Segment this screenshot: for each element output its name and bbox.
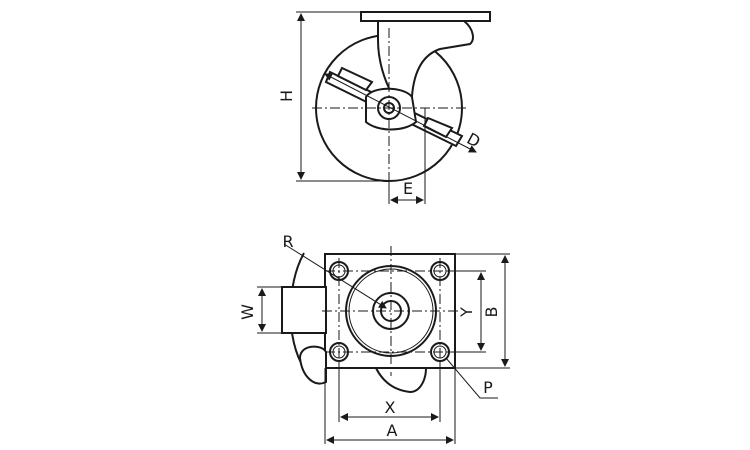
dim-label-p: P xyxy=(483,378,493,397)
dim-label-h: H xyxy=(277,90,296,102)
dim-label-y: Y xyxy=(457,307,476,318)
dim-label-w: W xyxy=(238,304,257,320)
p-leader xyxy=(445,357,498,399)
wheel-tread xyxy=(281,286,327,334)
dim-label-e: E xyxy=(403,179,413,198)
fork-leg xyxy=(374,367,428,394)
top-plate xyxy=(360,11,491,22)
dim-label-d: D xyxy=(464,129,484,152)
dim-label-r: R xyxy=(282,232,293,251)
r-leader xyxy=(283,243,387,309)
dim-label-b: B xyxy=(482,307,501,318)
brake-pedal-top xyxy=(298,345,327,385)
dim-label-a: A xyxy=(387,421,398,440)
dim-label-x: X xyxy=(385,398,396,417)
d-dimension-line xyxy=(324,73,477,153)
side-view: H E D xyxy=(277,11,491,204)
top-view: R W Y B P X A xyxy=(238,232,510,444)
axle-mount xyxy=(365,87,418,131)
